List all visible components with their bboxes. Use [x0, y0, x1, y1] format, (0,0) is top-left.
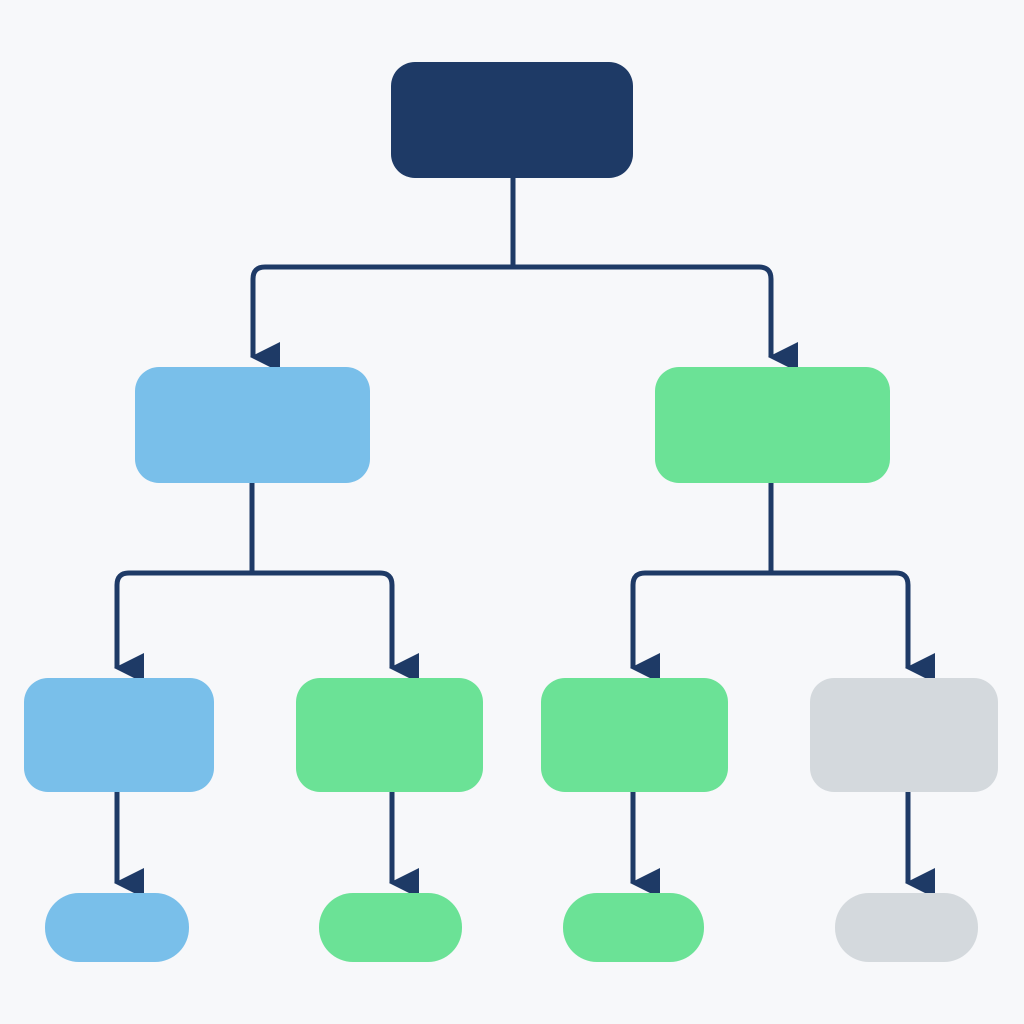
- node-l2-1: [24, 678, 214, 792]
- node-l2-3: [541, 678, 728, 792]
- node-l3-3: [563, 893, 704, 962]
- nodes: [24, 62, 998, 962]
- node-l3-2: [319, 893, 462, 962]
- node-l1-right: [655, 367, 890, 483]
- node-l3-1: [45, 893, 189, 962]
- connector-l1-left-to-l2-2: [252, 570, 419, 683]
- node-l2-2: [296, 678, 483, 792]
- connector-root-to-l1-right: [513, 264, 798, 372]
- connector-root-to-l1-left: [250, 264, 513, 372]
- connector-l1-right-to-l2-3: [630, 570, 771, 683]
- connector-l1-left-to-l2-1: [114, 570, 252, 683]
- node-root: [391, 62, 633, 178]
- node-l3-4: [835, 893, 978, 962]
- connectors: [114, 178, 935, 898]
- connector-l1-right-to-l2-4: [771, 570, 935, 683]
- node-l1-left: [135, 367, 370, 483]
- node-l2-4: [810, 678, 998, 792]
